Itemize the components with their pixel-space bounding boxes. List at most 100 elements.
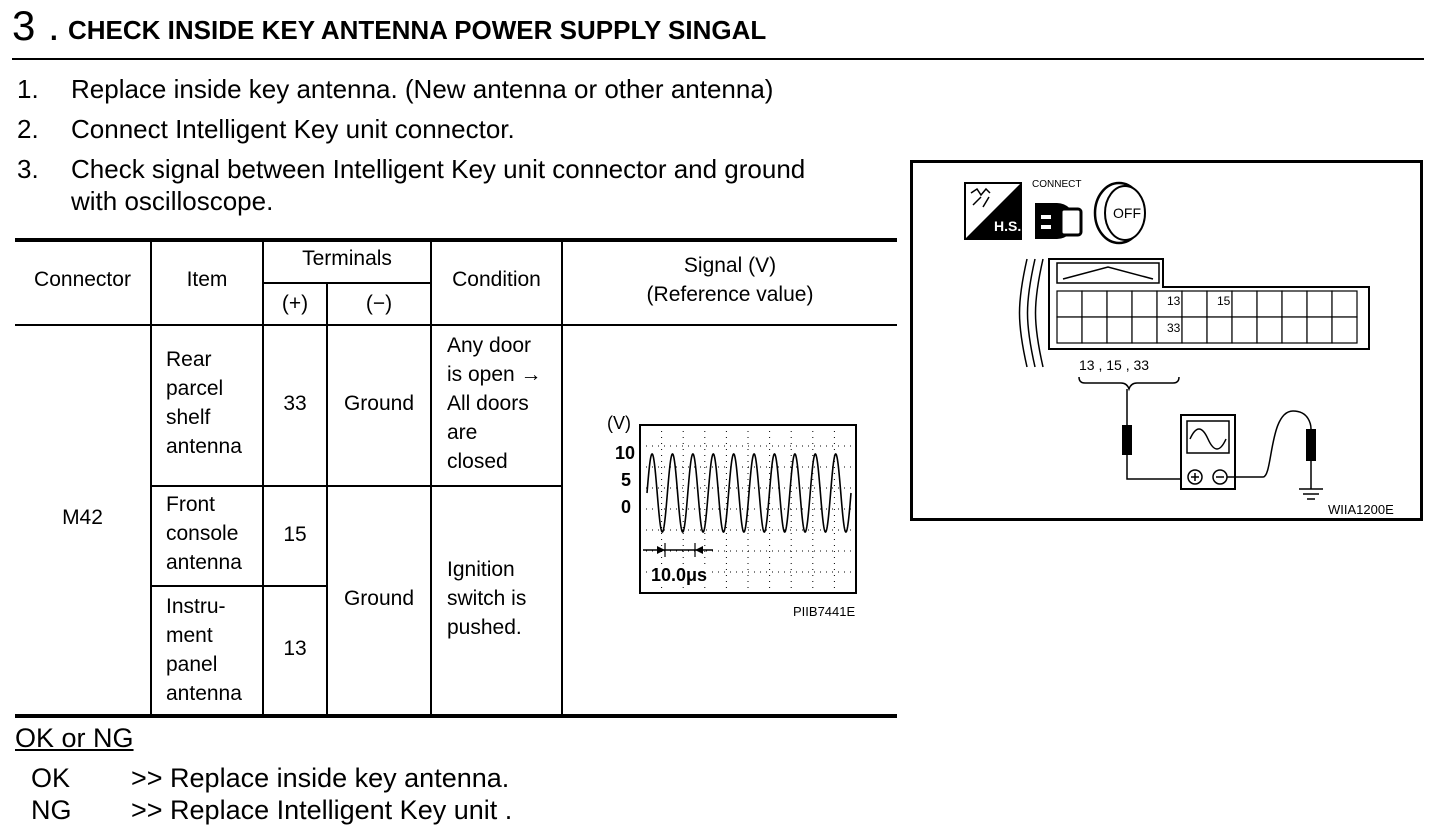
connector-pin-cell <box>1056 316 1083 344</box>
pin-13-label: 13 <box>1167 294 1181 308</box>
connector-latch <box>1056 262 1160 284</box>
condition-1-line: is open → <box>447 363 542 386</box>
row-2-bottom-rule <box>150 585 327 587</box>
connector-pin-cell <box>1106 290 1133 318</box>
condition-1: Any door is open → All doors are closed <box>447 331 561 476</box>
osc-tick-10: 10 <box>614 443 635 463</box>
harness-line <box>1018 258 1028 368</box>
row-2-item-line: Front <box>166 493 216 516</box>
header-signal-line-1: Signal (V) <box>683 254 777 277</box>
hand-icon <box>970 187 991 208</box>
row-1-minus: Ground <box>343 392 415 415</box>
condition-1-line: All doors <box>447 392 529 415</box>
sine-wave-icon <box>1189 428 1227 450</box>
row-1-item-line: parcel <box>166 377 224 400</box>
off-label: OFF <box>1113 205 1141 221</box>
rows-2-3-minus: Ground <box>343 587 415 610</box>
ignition-knob-face <box>1104 185 1146 241</box>
connector-pin-cell <box>1181 316 1208 344</box>
osc-waveform <box>646 453 852 533</box>
row-1-item-line: shelf <box>166 406 211 429</box>
osc-figure-code: PIIB7441E <box>793 604 856 619</box>
wiring-figure-drawing <box>964 181 1370 500</box>
pins-bracket <box>1078 376 1180 392</box>
row-1-item-line: antenna <box>166 435 242 458</box>
osc-time-label: 10.0μs <box>649 565 710 586</box>
table-top-rule <box>15 238 897 242</box>
section-number-dot: . <box>48 2 60 49</box>
table-bottom-rule <box>15 714 897 718</box>
section-title: 3 . CHECK INSIDE KEY ANTENNA POWER SUPPL… <box>12 4 1424 60</box>
connector-pin-grid <box>1056 290 1358 344</box>
ng-label: NG <box>31 795 72 825</box>
connector-pin-cell <box>1081 316 1108 344</box>
pins-caption: 13 , 15 , 33 <box>1079 357 1150 373</box>
col-rule-3 <box>326 282 328 716</box>
probe-plus <box>1122 425 1132 455</box>
connector-pin-cell <box>1331 316 1358 344</box>
connector-pin-cell <box>1231 316 1258 344</box>
hs-icon <box>965 183 1021 239</box>
meter-screen <box>1186 420 1230 454</box>
col-rule-5 <box>561 240 563 716</box>
probe-wire-minus <box>1227 410 1312 478</box>
step-1: 1. Replace inside key antenna. (New ante… <box>17 73 897 105</box>
header-plus: (+) <box>281 292 309 315</box>
row-3-item-line: antenna <box>166 682 242 705</box>
header-item: Item <box>186 268 228 291</box>
row-1-bottom-rule <box>150 485 561 487</box>
osc-arrow-left <box>695 546 703 554</box>
section-number: 3 <box>12 2 36 49</box>
connector-pin-cell <box>1106 316 1133 344</box>
connector-pin-icon <box>1041 215 1051 219</box>
connector-pin-cell <box>1056 290 1083 318</box>
condition-2-line: pushed. <box>447 616 522 639</box>
connector-pin-cell <box>1281 316 1308 344</box>
row-1-item: Rear parcel shelf antenna <box>166 345 262 461</box>
signal-table: Connector Item Terminals (+) (−) Conditi… <box>15 238 897 718</box>
step-1-number: 1. <box>17 74 39 104</box>
connector-pin-icon <box>1041 225 1051 229</box>
row-2-item: Front console antenna <box>166 490 262 577</box>
probe-minus <box>1306 429 1316 461</box>
header-terminals: Terminals <box>302 247 392 270</box>
col-rule-1 <box>150 240 152 716</box>
latch-mark <box>1062 266 1154 280</box>
harness-line <box>1034 258 1044 368</box>
header-condition: Condition <box>452 268 541 291</box>
step-2-number: 2. <box>17 114 39 144</box>
ok-ng-heading: OK or NG <box>15 723 134 753</box>
harness-line <box>1026 258 1036 368</box>
row-3-item-line: panel <box>166 653 218 676</box>
osc-tick-0: 0 <box>620 497 631 517</box>
row-3-item-line: Instru- <box>166 595 226 618</box>
connector-pin-cell <box>1081 290 1108 318</box>
header-signal-line-2: (Reference value) <box>646 283 814 306</box>
condition-2-line: switch is <box>447 587 527 610</box>
header-minus: (−) <box>365 292 393 315</box>
condition-1-line: Any door <box>447 334 532 357</box>
col-rule-2 <box>262 240 264 716</box>
row-3-item: Instru- ment panel antenna <box>166 592 262 708</box>
step-2: 2. Connect Intelligent Key unit connecto… <box>17 113 897 145</box>
connector-pin-cell <box>1331 290 1358 318</box>
wiring-figure-code: WIIA1200E <box>1328 502 1394 517</box>
row-2-item-line: console <box>166 522 239 545</box>
hs-label: H.S. <box>994 218 1022 234</box>
step-2-text: Connect Intelligent Key unit connector. <box>71 114 515 144</box>
row-2-item-line: antenna <box>166 551 242 574</box>
wiring-figure: H.S. CONNECT OFF 13 15 33 13 , 15 , 33 W… <box>910 160 1423 521</box>
connector-pin-cell <box>1256 290 1283 318</box>
condition-1-line: closed <box>447 450 508 473</box>
connector-pin-cell <box>1131 290 1158 318</box>
pin-15-label: 15 <box>1217 294 1231 308</box>
condition-2-line: Ignition <box>447 558 515 581</box>
connector-pin-cell <box>1306 290 1333 318</box>
connector-pin-cell <box>1156 316 1183 344</box>
terminals-sub-rule <box>262 282 430 284</box>
ok-label: OK <box>31 763 71 793</box>
col-rule-4 <box>430 240 432 716</box>
condition-1-line: are <box>447 421 478 444</box>
plus-icon <box>1191 473 1199 481</box>
row-3-item-line: ment <box>166 624 213 647</box>
